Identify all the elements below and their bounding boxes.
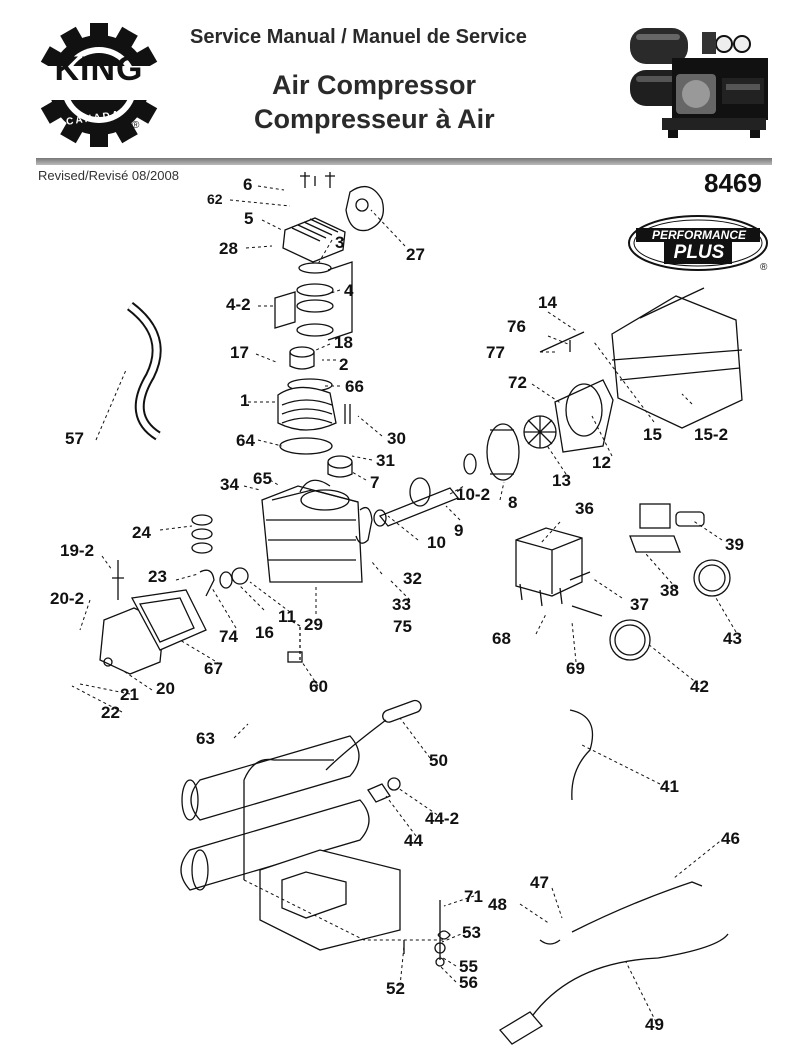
compressor-photo [622, 14, 772, 144]
part-label: 16 [255, 623, 274, 642]
part-label: 72 [508, 373, 527, 392]
part-label: 9 [454, 521, 464, 540]
part-label: 36 [575, 499, 594, 518]
part-label: 76 [507, 317, 526, 336]
part-label: 64 [236, 431, 255, 450]
part-label: 75 [393, 617, 412, 636]
part-label: 19-2 [60, 541, 95, 560]
product-title-en: Air Compressor [272, 70, 477, 100]
badge-top-text: PERFORMANCE [651, 228, 746, 242]
part-label: 8 [508, 493, 518, 512]
part-label: 5 [244, 209, 254, 228]
part-label: 49 [645, 1015, 664, 1034]
brand-text: KING [54, 50, 144, 88]
part-label: 43 [723, 629, 742, 648]
part-label: 23 [148, 567, 167, 586]
part-label: 69 [566, 659, 585, 678]
part-label: 67 [204, 659, 223, 678]
part-label: 17 [230, 343, 249, 362]
part-label: 33 [392, 595, 411, 614]
part-label: 7 [370, 473, 380, 492]
part-label: 39 [725, 535, 744, 554]
part-label: 3 [335, 233, 345, 252]
model-number: 8469 [704, 168, 762, 198]
manual-title: Service Manual / Manuel de Service [190, 26, 527, 48]
part-label: 38 [660, 581, 679, 600]
part-label: 41 [660, 777, 679, 796]
part-label: 13 [552, 471, 571, 490]
badge-registered-mark: ® [760, 262, 768, 273]
part-label: 15 [643, 425, 662, 444]
part-label: 77 [486, 343, 505, 362]
registered-mark: ® [132, 120, 140, 131]
part-label: 37 [630, 595, 649, 614]
part-label: 24 [132, 523, 151, 542]
part-label: 12 [592, 453, 611, 472]
revision-date: Revised/Revisé 08/2008 [38, 168, 179, 183]
part-label: 10-2 [456, 485, 491, 504]
part-label: 34 [220, 475, 239, 494]
part-label: 66 [345, 377, 364, 396]
part-label: 74 [219, 627, 238, 646]
part-label: 55 [459, 957, 478, 976]
part-label: 46 [721, 829, 740, 848]
part-label: 42 [690, 677, 709, 696]
part-label: 30 [387, 429, 406, 448]
product-title-fr: Compresseur à Air [254, 104, 495, 134]
part-label: 53 [462, 923, 481, 942]
part-label: 6 [243, 175, 253, 194]
part-label: 32 [403, 569, 422, 588]
part-label: 52 [386, 979, 405, 998]
part-label: 29 [304, 615, 323, 634]
part-label: 28 [219, 239, 238, 258]
part-label: 48 [488, 895, 507, 914]
part-label: 57 [65, 429, 84, 448]
part-label: 65 [253, 469, 272, 488]
performance-plus-badge [628, 215, 768, 271]
part-label: 1 [240, 391, 250, 410]
part-label: 22 [101, 703, 120, 722]
part-label: 14 [538, 293, 557, 312]
part-label: 27 [406, 245, 425, 264]
part-label: 10 [427, 533, 446, 552]
part-label: 2 [339, 355, 349, 374]
header-divider [36, 158, 772, 165]
part-label: 44 [404, 831, 423, 850]
part-label: 71 [464, 887, 483, 906]
part-label: 31 [376, 451, 395, 470]
part-label: 62 [207, 191, 223, 207]
part-label: 50 [429, 751, 448, 770]
part-label: 4 [344, 281, 354, 300]
part-label: 21 [120, 685, 139, 704]
part-label: 20 [156, 679, 175, 698]
part-label: 4-2 [226, 295, 251, 314]
part-label: 56 [459, 973, 478, 992]
badge-bottom-text: PLUS [673, 242, 725, 263]
part-label: 63 [196, 729, 215, 748]
part-label: 47 [530, 873, 549, 892]
part-label: 60 [309, 677, 328, 696]
part-label: 44-2 [425, 809, 460, 828]
part-label: 11 [278, 607, 296, 626]
part-label: 20-2 [50, 589, 85, 608]
part-label: 68 [492, 629, 511, 648]
part-label: 15-2 [694, 425, 729, 444]
king-canada-logo [34, 23, 164, 147]
part-label: 18 [334, 333, 353, 352]
